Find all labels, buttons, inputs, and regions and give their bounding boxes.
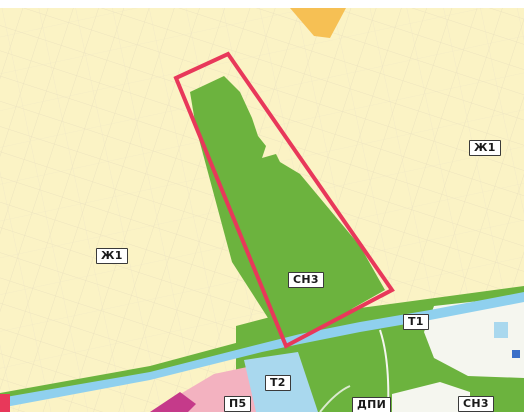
zone-label-dpi[interactable]: ДПИ: [352, 397, 392, 412]
zone-label-snz-bottom[interactable]: СН3: [458, 396, 494, 412]
zone-label-snz-center[interactable]: СН3: [288, 272, 324, 288]
green-zone-lower-band: [0, 326, 300, 404]
map-left-edge-marker: [0, 394, 10, 412]
footpath-secondary: [319, 385, 351, 412]
magenta-zone: [150, 392, 196, 412]
green-zone-wedge: [190, 76, 385, 346]
zone-label-zh1-left[interactable]: Ж1: [96, 248, 128, 264]
transport-zone-t1-band: [0, 292, 524, 408]
zone-label-t1[interactable]: Т1: [403, 314, 429, 330]
light-blue-block-1: [494, 322, 508, 338]
orange-zone-top: [290, 8, 346, 38]
zone-label-p5[interactable]: П5: [224, 396, 252, 412]
light-area-lower-right: [424, 296, 524, 378]
light-area-bottom: [392, 382, 470, 412]
map-top-margin: [0, 0, 524, 8]
parcel-boundary[interactable]: [173, 51, 395, 349]
dark-blue-marker: [512, 350, 520, 358]
zone-label-zh1-right[interactable]: Ж1: [469, 140, 501, 156]
zone-label-t2[interactable]: Т2: [265, 375, 291, 391]
